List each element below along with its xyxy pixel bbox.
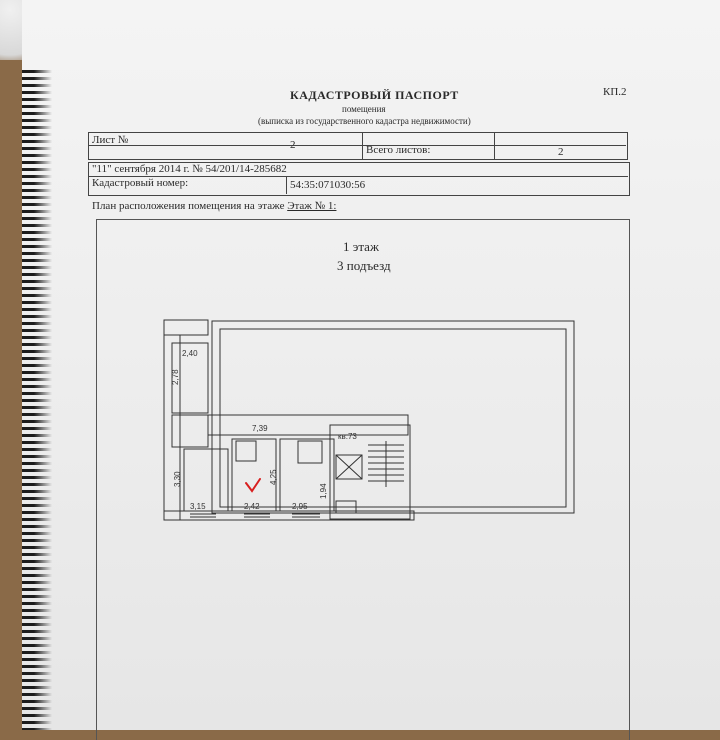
plan-frame (96, 219, 630, 740)
plan-windows (190, 513, 320, 518)
entrance-title: 3 подъезд (337, 258, 391, 273)
record-row-divider (88, 176, 628, 177)
total-sheets-label: Всего листов: (366, 144, 431, 156)
document-subtitle-note: (выписка из государственного кадастра не… (258, 116, 471, 126)
sheet-number-label: Лист № (92, 134, 129, 146)
floor-link: Этаж № 1: (287, 200, 337, 212)
sheet-table (88, 132, 628, 160)
apartment-label: кв.73 (338, 432, 357, 441)
plan-dim-4: 3,30 (173, 471, 182, 487)
sheet-row-divider (88, 145, 626, 146)
plan-bath-left (171, 414, 209, 448)
plan-caption: План расположения помещения на этаже Эта… (92, 200, 336, 212)
cadastral-number-label: Кадастровый номер: (92, 177, 189, 189)
floor-title: 1 этаж (343, 239, 379, 254)
sheet-col-divider-1 (362, 132, 363, 160)
floor-plan: 2,40 2,78 7,39 3,30 4,25 1,94 3,15 2,42 … (163, 319, 575, 521)
total-sheets-value: 2 (558, 146, 564, 158)
plan-large-room-inner (219, 328, 567, 508)
plan-entrance-steps (335, 500, 357, 514)
plan-dim-6: 1,94 (319, 483, 328, 499)
sheet-number-value: 2 (290, 139, 296, 151)
plan-room-1 (183, 448, 229, 512)
document-title: КАДАСТРОВЫЙ ПАСПОРТ (290, 88, 459, 102)
plan-wall-top-left (163, 319, 209, 336)
plan-bath-room-2 (235, 440, 257, 462)
plan-elevator-cross-b (335, 454, 363, 480)
plan-stairs (368, 441, 404, 487)
plan-room-2 (231, 438, 277, 512)
perforated-edge (22, 70, 52, 730)
cadastral-number-value: 54:35:071030:56 (290, 179, 366, 191)
plan-room-left (171, 342, 209, 414)
plan-dim-3: 7,39 (252, 424, 268, 433)
document-page (22, 0, 720, 730)
plan-dim-2: 2,78 (171, 369, 180, 385)
plan-dim-7: 3,15 (190, 502, 206, 511)
document-subtitle: помещения (342, 104, 386, 114)
plan-dim-9: 2,95 (292, 502, 308, 511)
plan-dim-1: 2,40 (182, 349, 198, 358)
form-code: КП.2 (603, 86, 627, 98)
check-mark-icon (245, 478, 261, 493)
plan-caption-text: План расположения помещения на этаже (92, 200, 285, 212)
plan-dim-5: 4,25 (269, 469, 278, 485)
plan-dim-8: 2,42 (244, 502, 260, 511)
record-date-number: "11" сентября 2014 г. № 54/201/14-285682 (92, 163, 287, 175)
plan-elevator (335, 454, 363, 480)
plan-bath-room-3 (297, 440, 323, 464)
plan-large-room (211, 320, 575, 514)
sheet-col-divider-2 (494, 132, 495, 160)
plan-room-3 (279, 438, 335, 512)
record-col-divider (286, 176, 287, 194)
plan-stair-block (329, 424, 411, 520)
record-table (88, 162, 630, 196)
